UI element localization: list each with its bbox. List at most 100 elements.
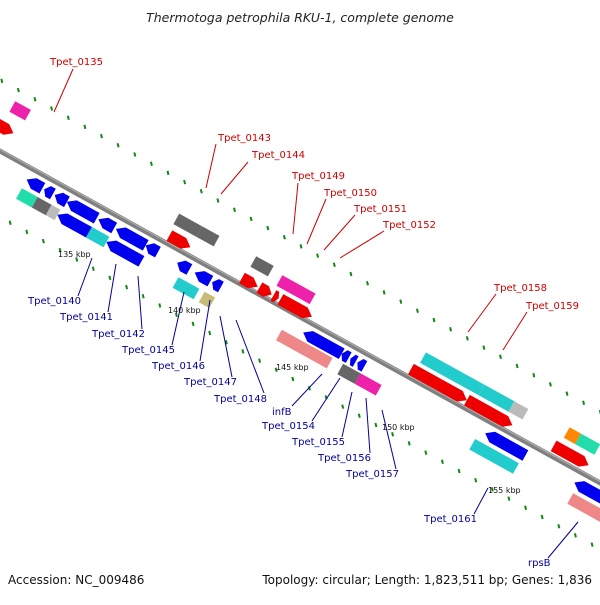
track-dot <box>143 294 144 298</box>
gene-tpet-0157[interactable] <box>355 373 382 395</box>
track-dot <box>384 290 385 294</box>
track-dot <box>317 254 318 258</box>
kbp-tick-140: 140 kbp <box>168 306 201 315</box>
label-leader-line <box>138 276 142 329</box>
label-leader-line <box>293 183 298 234</box>
gene-label-tpet-0142[interactable]: Tpet_0142 <box>91 329 145 340</box>
track-dot <box>567 392 568 396</box>
track-dot <box>459 469 460 473</box>
label-leaders <box>54 69 578 558</box>
track-dot <box>392 432 393 436</box>
gene-tpet-0141[interactable] <box>98 218 117 233</box>
gene-label-tpet-0158[interactable]: Tpet_0158 <box>493 283 547 294</box>
gene-tpet-0142-b[interactable] <box>146 243 161 257</box>
kbp-tick-155: 155 kbp <box>488 486 521 495</box>
track-dot <box>442 460 443 464</box>
track-dot <box>467 336 468 340</box>
gene-label-tpet-0141[interactable]: Tpet_0141 <box>59 312 113 323</box>
gene-label-tpet-0157[interactable]: Tpet_0157 <box>345 469 399 480</box>
track-dot <box>475 478 476 482</box>
gene-tpet-0146[interactable] <box>177 261 192 275</box>
gene-tpet-0147-b[interactable] <box>212 279 224 292</box>
track-dot <box>26 230 27 234</box>
label-leader-line <box>503 312 527 350</box>
gene-label-tpet-0149[interactable]: Tpet_0149 <box>291 171 345 182</box>
gene-label-tpet-0140[interactable]: Tpet_0140 <box>27 296 81 307</box>
track-dot <box>350 272 351 276</box>
track-dot <box>101 134 102 138</box>
gene-tpet-0152-b[interactable] <box>271 290 280 302</box>
track-dot <box>517 364 518 368</box>
track-dot <box>43 239 44 243</box>
track-dot <box>126 285 127 289</box>
gene-label-tpet-0161[interactable]: Tpet_0161 <box>423 514 477 525</box>
label-leader-line <box>342 392 352 437</box>
track-dot <box>583 401 584 405</box>
gene-tpet-0137[interactable] <box>27 178 46 193</box>
gene-label-tpet-0143[interactable]: Tpet_0143 <box>217 133 271 144</box>
track-dot <box>292 377 293 381</box>
map-title: Thermotoga petrophila RKU-1, complete ge… <box>0 10 600 25</box>
track-dot <box>550 382 551 386</box>
label-leader-line <box>172 292 184 345</box>
label-leader-line <box>221 162 248 194</box>
track-dot <box>201 189 202 193</box>
gene-label-tpet-0147[interactable]: Tpet_0147 <box>183 377 237 388</box>
track-dot <box>400 300 401 304</box>
track-dot <box>558 524 559 528</box>
gene-tpet-0149[interactable] <box>250 256 273 276</box>
track-dot <box>375 423 376 427</box>
track-dot <box>93 267 94 271</box>
track-dot <box>234 208 235 212</box>
gene-label-tpet-0145[interactable]: Tpet_0145 <box>121 345 175 356</box>
label-leader-line <box>220 316 232 377</box>
gene-label-infb[interactable]: infB <box>272 407 292 418</box>
gene-tpet-0138[interactable] <box>44 186 56 199</box>
track-dot <box>18 88 19 92</box>
track-dot <box>118 143 119 147</box>
track-dot <box>226 340 227 344</box>
gene-label-tpet-0135[interactable]: Tpet_0135 <box>49 57 103 68</box>
label-leader-line <box>108 264 116 312</box>
track-dot <box>367 281 368 285</box>
gene-label-tpet-0156[interactable]: Tpet_0156 <box>317 453 371 464</box>
track-dot <box>134 153 135 157</box>
gene-infb-d[interactable] <box>357 359 367 372</box>
gene-infb-b[interactable] <box>342 350 352 363</box>
gene-label-tpet-0144[interactable]: Tpet_0144 <box>251 150 305 161</box>
label-leader-line <box>312 378 340 421</box>
gene-tpet-0143[interactable] <box>173 214 202 237</box>
track-dot <box>417 309 418 313</box>
track-dot <box>450 327 451 331</box>
track-dot <box>542 515 543 519</box>
gene-label-tpet-0159[interactable]: Tpet_0159 <box>525 301 579 312</box>
track-dot <box>159 304 160 308</box>
gene-label-tpet-0151[interactable]: Tpet_0151 <box>353 204 407 215</box>
track-dot <box>483 346 484 350</box>
label-leader-line <box>200 300 210 361</box>
gene-tpet-0139[interactable] <box>55 193 70 207</box>
track-dot <box>35 97 36 101</box>
gene-label-rpsb[interactable]: rpsB <box>528 558 551 569</box>
gene-label-tpet-0148[interactable]: Tpet_0148 <box>213 394 267 405</box>
gene-label-tpet-0155[interactable]: Tpet_0155 <box>291 437 345 448</box>
label-leader-line <box>307 199 326 244</box>
track-dot <box>209 331 210 335</box>
gene-label-tpet-0152[interactable]: Tpet_0152 <box>382 220 436 231</box>
gene-label-tpet-0146[interactable]: Tpet_0146 <box>151 361 205 372</box>
gene-infb-c[interactable] <box>350 355 359 367</box>
gene-tpet-0135-box[interactable] <box>9 101 31 120</box>
track-dot <box>68 116 69 120</box>
gene-tpet-0147[interactable] <box>195 271 214 286</box>
gene-tpet-0148[interactable] <box>199 292 215 308</box>
track-dot <box>267 226 268 230</box>
gene-label-tpet-0154[interactable]: Tpet_0154 <box>261 421 315 432</box>
track-dot <box>51 107 52 111</box>
gene-tpet-0148-box[interactable] <box>173 277 200 299</box>
gene-label-tpet-0150[interactable]: Tpet_0150 <box>323 188 377 199</box>
label-leader-line <box>292 374 322 406</box>
track-dot <box>359 414 360 418</box>
track-dot <box>575 533 576 537</box>
track-dot <box>168 171 169 175</box>
